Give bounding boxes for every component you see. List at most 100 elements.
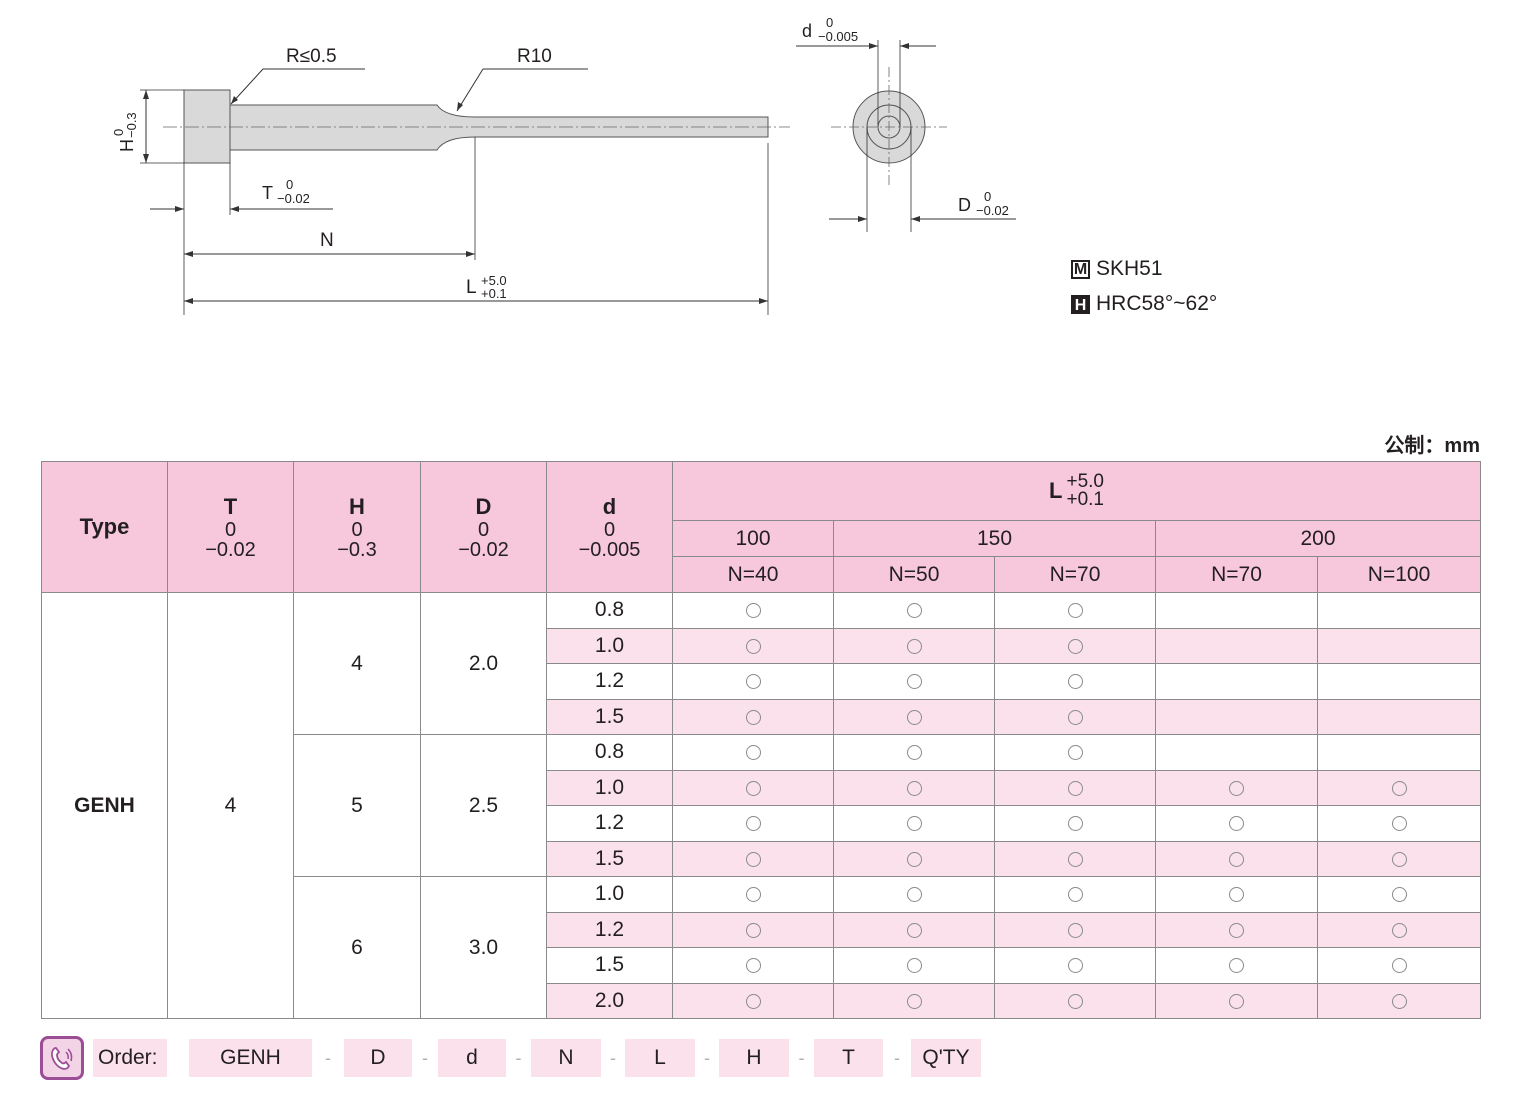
availability-cell xyxy=(672,663,834,700)
order-field-type[interactable]: GENH xyxy=(189,1039,312,1077)
available-circle-icon xyxy=(1067,958,1083,974)
empty-cell xyxy=(1155,592,1318,629)
order-separator: - xyxy=(325,1047,331,1068)
availability-cell xyxy=(833,876,995,913)
availability-cell xyxy=(994,840,1156,877)
h-value: 5 xyxy=(293,734,421,877)
availability-cell xyxy=(833,627,995,664)
header-type: Type xyxy=(41,461,168,593)
order-field-d-large[interactable]: D xyxy=(344,1039,412,1077)
phone-icon[interactable] xyxy=(40,1036,84,1080)
available-circle-icon xyxy=(906,851,922,867)
available-circle-icon xyxy=(1067,674,1083,690)
l-dim-label: L xyxy=(466,277,477,298)
available-circle-icon xyxy=(1067,887,1083,903)
d-small-value: 1.5 xyxy=(546,947,673,984)
order-separator: - xyxy=(894,1047,900,1068)
available-circle-icon xyxy=(1391,780,1407,796)
empty-cell xyxy=(1316,627,1482,664)
availability-cell xyxy=(1155,982,1318,1019)
available-circle-icon xyxy=(745,603,761,619)
availability-cell xyxy=(994,698,1156,735)
header-n: N=100 xyxy=(1316,556,1482,593)
order-field-h[interactable]: H xyxy=(719,1039,789,1077)
order-field-qty[interactable]: Q'TY xyxy=(911,1039,981,1077)
availability-cell xyxy=(672,769,834,806)
available-circle-icon xyxy=(906,780,922,796)
available-circle-icon xyxy=(745,780,761,796)
svg-text:0: 0 xyxy=(111,129,126,136)
d-large-value: 2.0 xyxy=(420,592,547,735)
available-circle-icon xyxy=(745,745,761,761)
empty-cell xyxy=(1316,734,1482,771)
available-circle-icon xyxy=(906,674,922,690)
availability-cell xyxy=(1155,805,1318,842)
available-circle-icon xyxy=(1067,851,1083,867)
svg-text:0: 0 xyxy=(826,15,833,30)
available-circle-icon xyxy=(1391,816,1407,832)
svg-text:0: 0 xyxy=(984,189,991,204)
header-l-100: 100 xyxy=(672,520,834,557)
availability-cell xyxy=(994,805,1156,842)
order-field-t[interactable]: T xyxy=(814,1039,883,1077)
empty-cell xyxy=(1316,663,1482,700)
table-row: 1.5 xyxy=(42,947,1482,984)
order-separator: - xyxy=(422,1047,428,1068)
svg-text:+0.1: +0.1 xyxy=(481,286,507,301)
available-circle-icon xyxy=(906,922,922,938)
header-l: L+5.0+0.1 xyxy=(671,461,1482,521)
availability-cell xyxy=(994,982,1156,1019)
d-large-dim-label: D xyxy=(958,195,971,215)
availability-cell xyxy=(833,840,995,877)
svg-text:−0.02: −0.02 xyxy=(976,203,1009,218)
t-value: 4 xyxy=(167,592,294,1019)
availability-cell xyxy=(672,947,834,984)
availability-cell xyxy=(672,698,834,735)
availability-cell xyxy=(994,592,1156,629)
order-field-l[interactable]: L xyxy=(625,1039,695,1077)
d-small-value: 0.8 xyxy=(546,592,673,629)
header-n: N=70 xyxy=(1155,556,1318,593)
header-l-150: 150 xyxy=(833,520,1156,557)
availability-cell xyxy=(833,663,995,700)
available-circle-icon xyxy=(1067,993,1083,1009)
table-row: 1.0 xyxy=(42,627,1482,664)
available-circle-icon xyxy=(1391,851,1407,867)
available-circle-icon xyxy=(1067,816,1083,832)
available-circle-icon xyxy=(1067,922,1083,938)
d-small-value: 1.0 xyxy=(546,769,673,806)
r-head-label: R≤0.5 xyxy=(286,46,337,67)
available-circle-icon xyxy=(1067,780,1083,796)
t-dim-label: T xyxy=(262,183,273,203)
available-circle-icon xyxy=(1391,958,1407,974)
available-circle-icon xyxy=(1229,816,1244,832)
available-circle-icon xyxy=(745,674,761,690)
d-large-value: 2.5 xyxy=(420,734,547,877)
availability-cell xyxy=(672,734,834,771)
side-view: R≤0.5 R10 H 0 −0.3 T 0 −0.02 N xyxy=(111,46,790,315)
availability-cell xyxy=(833,911,995,948)
order-field-n[interactable]: N xyxy=(531,1039,601,1077)
availability-cell xyxy=(833,982,995,1019)
available-circle-icon xyxy=(906,745,922,761)
availability-cell xyxy=(1316,911,1482,948)
pin-body xyxy=(229,104,769,151)
available-circle-icon xyxy=(745,851,761,867)
available-circle-icon xyxy=(745,993,761,1009)
order-bar: Order: GENH - D - d - N - L - H - T - Q'… xyxy=(40,1033,981,1083)
availability-cell xyxy=(1155,911,1318,948)
d-small-value: 1.2 xyxy=(546,663,673,700)
order-separator: - xyxy=(704,1047,710,1068)
availability-cell xyxy=(833,734,995,771)
order-field-d-small[interactable]: d xyxy=(438,1039,506,1077)
material-spec: M SKH51 xyxy=(1071,257,1163,281)
available-circle-icon xyxy=(1067,745,1083,761)
empty-cell xyxy=(1155,663,1318,700)
pin-head xyxy=(183,89,231,164)
availability-cell xyxy=(994,663,1156,700)
r-transition-label: R10 xyxy=(517,46,552,67)
d-small-value: 0.8 xyxy=(546,734,673,771)
